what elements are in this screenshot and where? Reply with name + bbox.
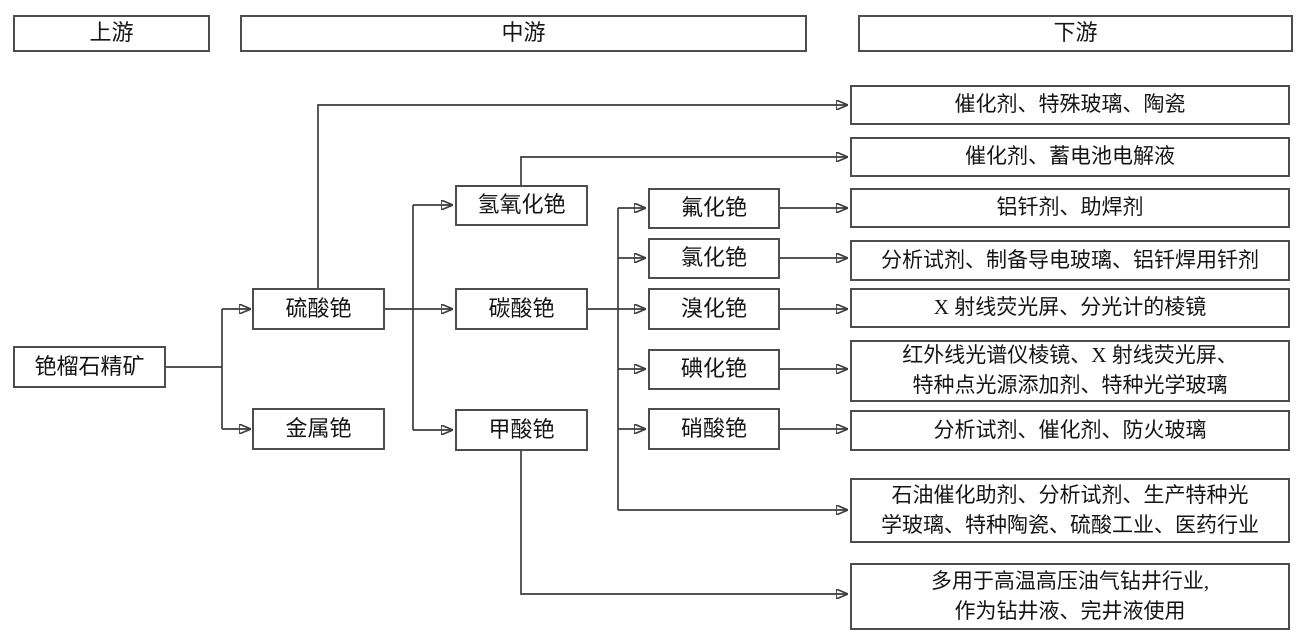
application-text: 铝钎剂、助焊剂 bbox=[996, 195, 1144, 220]
application-box-4: 分析试剂、制备导电玻璃、铝钎焊用钎剂 bbox=[850, 240, 1290, 281]
header-upstream: 上游 bbox=[13, 15, 210, 52]
node-cesium-bromide: 溴化铯 bbox=[648, 288, 780, 330]
application-text: 特种点光源添加剂、特种光学玻璃 bbox=[912, 373, 1228, 397]
application-box-9: 多用于高温高压油气钻井行业, 作为钻井液、完井液使用 bbox=[850, 563, 1290, 630]
application-text: 分析试剂、催化剂、防火玻璃 bbox=[933, 417, 1207, 442]
application-box-6: 红外线光谱仪棱镜、X 射线荧光屏、 特种点光源添加剂、特种光学玻璃 bbox=[850, 340, 1290, 402]
application-text: X 射线荧光屏、分光计的棱镜 bbox=[933, 295, 1207, 320]
application-text: 红外线光谱仪棱镜、X 射线荧光屏、 bbox=[902, 343, 1238, 368]
node-cesium-hydroxide: 氢氧化铯 bbox=[455, 185, 588, 226]
header-midstream: 中游 bbox=[240, 15, 807, 52]
application-box-5: X 射线荧光屏、分光计的棱镜 bbox=[850, 288, 1290, 328]
node-cesium-iodide: 碘化铯 bbox=[648, 349, 780, 390]
application-text: 石油催化助剂、分析试剂、生产特种光 bbox=[891, 482, 1249, 507]
connector-hydroxide-to-app2 bbox=[520, 157, 848, 185]
node-cesium-sulfate: 硫酸铯 bbox=[252, 288, 385, 330]
connector-sulfate-trunk bbox=[385, 205, 414, 430]
node-cesium-carbonate: 碳酸铯 bbox=[455, 288, 588, 330]
node-cesium-fluoride: 氟化铯 bbox=[648, 188, 780, 229]
application-text: 催化剂、特殊玻璃、陶瓷 bbox=[954, 92, 1186, 117]
application-text: 作为钻井液、完井液使用 bbox=[954, 598, 1186, 623]
node-cesium-chloride: 氯化铯 bbox=[648, 238, 780, 279]
header-downstream: 下游 bbox=[858, 15, 1293, 52]
connector-formate-to-app9 bbox=[520, 451, 848, 594]
application-text: 分析试剂、制备导电玻璃、铝钎焊用钎剂 bbox=[881, 247, 1259, 272]
node-cesium-formate: 甲酸铯 bbox=[455, 409, 588, 451]
application-box-1: 催化剂、特殊玻璃、陶瓷 bbox=[850, 85, 1290, 125]
connector-carbonate-trunk bbox=[588, 208, 619, 510]
application-text: 催化剂、蓄电池电解液 bbox=[965, 144, 1175, 169]
application-box-2: 催化剂、蓄电池电解液 bbox=[850, 137, 1290, 177]
node-cesium-metal: 金属铯 bbox=[252, 408, 385, 450]
application-text: 多用于高温高压油气钻井行业, bbox=[930, 568, 1210, 593]
connector-source-trunk bbox=[166, 309, 223, 429]
application-text: 学玻璃、特种陶瓷、硫酸工业、医药行业 bbox=[881, 512, 1259, 537]
application-box-8: 石油催化助剂、分析试剂、生产特种光 学玻璃、特种陶瓷、硫酸工业、医药行业 bbox=[850, 478, 1290, 543]
application-box-3: 铝钎剂、助焊剂 bbox=[850, 188, 1290, 228]
application-box-7: 分析试剂、催化剂、防火玻璃 bbox=[850, 410, 1290, 451]
node-cesium-nitrate: 硝酸铯 bbox=[648, 408, 780, 450]
node-pollucite-concentrate: 铯榴石精矿 bbox=[13, 346, 166, 388]
